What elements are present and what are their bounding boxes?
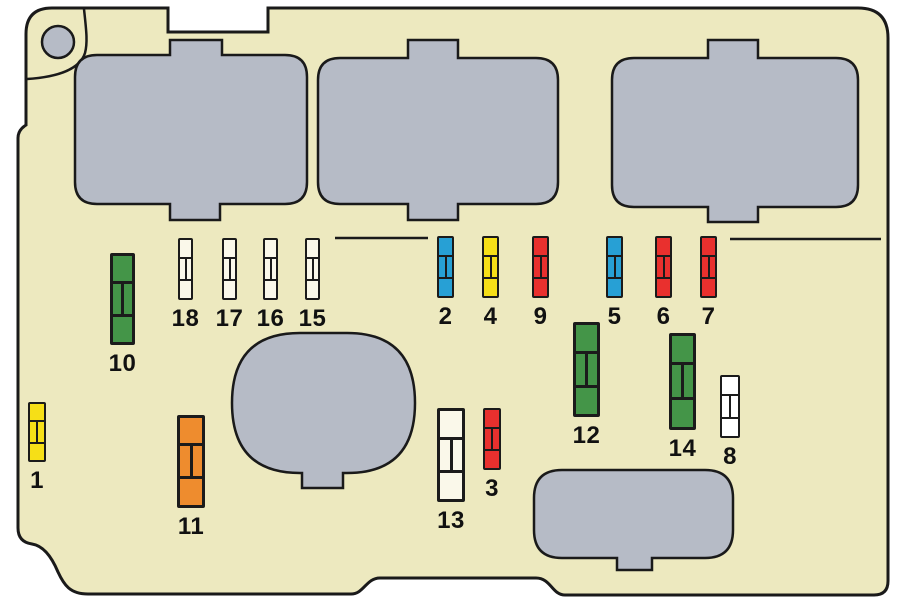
fuse-element-line — [228, 256, 231, 279]
fuse-17 — [222, 238, 237, 300]
fuse-label-13: 13 — [437, 507, 465, 534]
fuse-divider-bottom-line — [576, 384, 597, 388]
fuse-label-14: 14 — [668, 435, 697, 462]
fuse-label-9: 9 — [533, 303, 548, 330]
fuse-divider-bottom-line — [307, 278, 318, 281]
connector-oval — [230, 331, 417, 490]
fuse-divider-bottom-line — [113, 313, 132, 317]
fuse-15 — [305, 238, 320, 300]
fuse-divider-bottom-line — [485, 448, 499, 451]
fuse-element-line — [539, 254, 542, 277]
fuse-divider-bottom-line — [224, 278, 235, 281]
fuse-label-15: 15 — [298, 305, 327, 332]
fuse-element-line — [662, 254, 665, 277]
fuse-18 — [178, 238, 193, 300]
fuse-divider-bottom-line — [534, 276, 547, 279]
fuse-label-4: 4 — [483, 303, 498, 330]
fuse-element-line — [585, 350, 588, 385]
fuse-label-7: 7 — [701, 303, 716, 330]
fuse-element-line — [36, 420, 38, 442]
fuse-label-1: 1 — [30, 467, 44, 494]
fuse-divider-bottom-line — [608, 276, 621, 279]
fuse-label-8: 8 — [723, 443, 737, 470]
fuse-4 — [482, 236, 499, 298]
fuse-element-line — [707, 254, 710, 277]
relay-block-bottom — [532, 468, 735, 572]
fuse-7 — [700, 236, 717, 298]
relay-block-top-left — [73, 38, 309, 222]
fuse-divider-bottom-line — [30, 441, 44, 444]
fuse-divider-bottom-line — [439, 276, 452, 279]
relay-block-top-right — [610, 38, 860, 224]
fuse-label-11: 11 — [177, 513, 205, 540]
fuse-label-10: 10 — [108, 350, 137, 377]
fuse-label-3: 3 — [485, 475, 499, 502]
fuse-label-18: 18 — [171, 305, 200, 332]
fuse-divider-bottom-line — [484, 276, 497, 279]
fuse-label-2: 2 — [438, 303, 453, 330]
mounting-hole-icon — [40, 24, 76, 60]
fuse-element-line — [184, 256, 187, 279]
fuse-element-line — [681, 362, 684, 397]
fuse-divider-bottom-line — [672, 396, 693, 400]
fuse-divider-bottom-line — [440, 469, 462, 473]
fuse-13 — [437, 408, 465, 502]
fuse-divider-bottom-line — [702, 276, 715, 279]
fuse-divider-bottom-line — [180, 278, 191, 281]
fuse-2 — [437, 236, 454, 298]
fuse-divider-bottom-line — [657, 276, 670, 279]
fuse-5 — [606, 236, 623, 298]
fuse-label-16: 16 — [256, 305, 285, 332]
fuse-8 — [720, 375, 740, 438]
fuse-element-line — [729, 394, 731, 417]
fuse-element-line — [491, 426, 493, 449]
fuse-element-line — [613, 254, 616, 277]
fuse-element-line — [449, 436, 453, 470]
fuse-element-line — [269, 256, 272, 279]
fuse-label-12: 12 — [572, 422, 601, 449]
fuse-11 — [177, 415, 205, 508]
fuse-divider-bottom-line — [722, 416, 738, 419]
relay-block-top-center — [316, 38, 560, 222]
fuse-element-line — [489, 254, 492, 277]
fuse-3 — [483, 408, 501, 470]
fuse-divider-bottom-line — [180, 476, 202, 480]
fuse-10 — [110, 253, 135, 345]
fuse-label-6: 6 — [656, 303, 671, 330]
fuse-label-5: 5 — [607, 303, 622, 330]
fuse-element-line — [444, 254, 447, 277]
corner-lobe-line — [26, 8, 88, 81]
fuse-9 — [532, 236, 549, 298]
fuse-element-line — [121, 280, 124, 314]
fuse-label-17: 17 — [215, 305, 244, 332]
fuse-16 — [263, 238, 278, 300]
fuse-12 — [573, 322, 600, 417]
fuse-1 — [28, 402, 46, 462]
fuse-14 — [669, 333, 696, 430]
fuse-element-line — [311, 256, 314, 279]
fuse-element-line — [189, 443, 193, 477]
fuse-divider-bottom-line — [265, 278, 276, 281]
fuse-6 — [655, 236, 672, 298]
